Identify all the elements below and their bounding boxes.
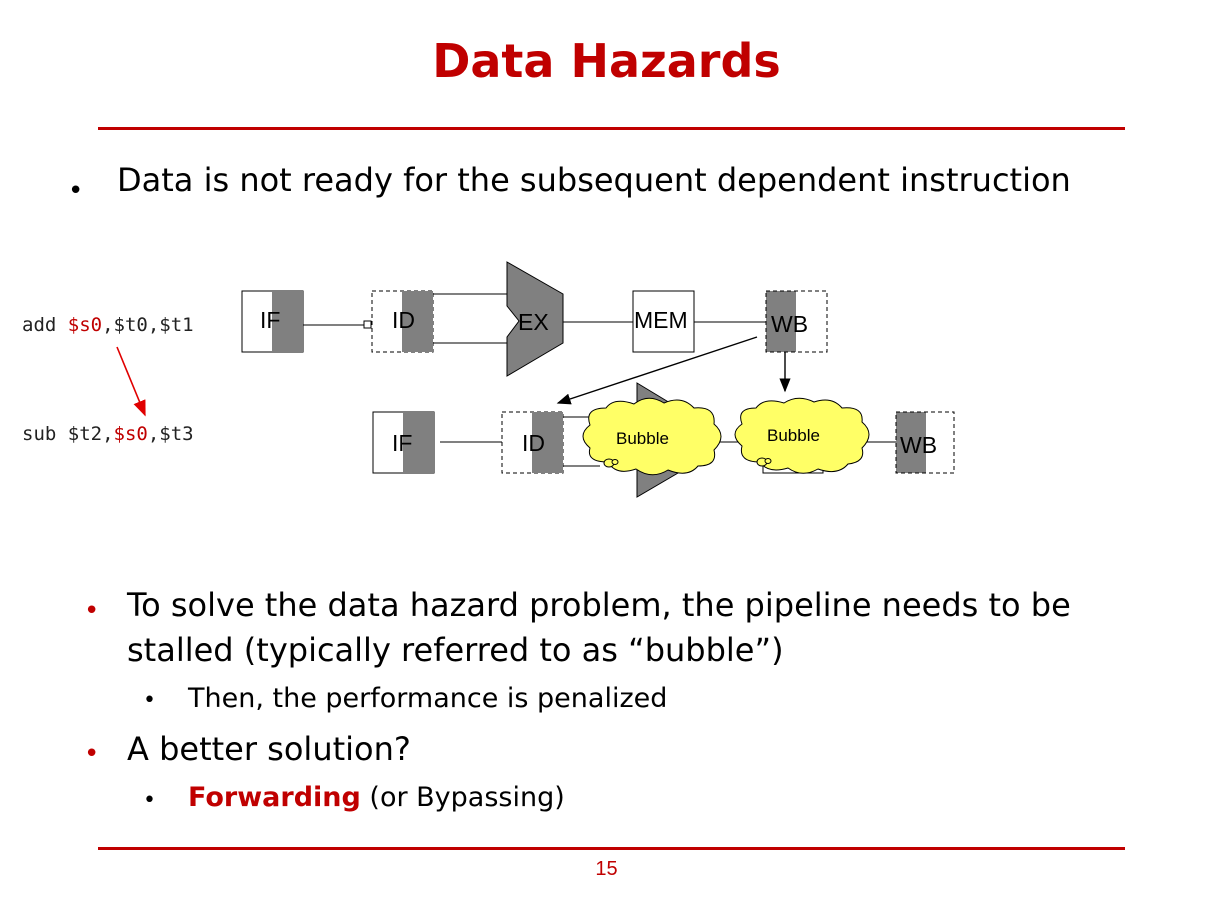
sub-bullet-performance: Then, the performance is penalized [188,683,668,714]
row2-id-label: ID [522,430,545,456]
forwarding-keyword: Forwarding [188,782,361,813]
sub-bullet-dot: • [143,788,156,813]
row1-if-label: IF [260,307,280,333]
bubble-2-label: Bubble [767,426,820,445]
row1-wb-label: WB [771,311,808,337]
bullet-solve-hazard-line1: To solve the data hazard problem, the pi… [127,586,1071,624]
row1-mem-label: MEM [634,307,688,333]
bullet-solve-hazard-line2: stalled (typically referred to as “bubbl… [127,631,784,669]
bullet-data-not-ready: Data is not ready for the subsequent dep… [117,161,1071,199]
row1-wb-stage: WB [765,290,828,353]
bubble-stall-2: Bubble [734,397,870,474]
title-divider [98,127,1125,130]
bullet-dot: • [84,596,100,626]
row2-wb-label: WB [900,432,937,458]
dependency-arrow [116,346,146,417]
instruction-add: add $s0,$t0,$t1 [22,314,194,336]
slide-title: Data Hazards [432,34,781,88]
bypassing-note: (or Bypassing) [360,782,565,813]
row1-id-stage: ID [371,290,434,353]
instruction-sub: sub $t2,$s0,$t3 [22,423,194,445]
bubble-stall-1: Bubble [582,397,722,476]
row1-ex-label: EX [518,309,549,335]
row2-if-stage: IF [372,411,435,474]
bullet-dot: • [68,176,84,206]
sub-bullet-forwarding: Forwarding (or Bypassing) [188,782,565,813]
row2-wb-stage: WB [895,411,955,474]
page-number: 15 [595,858,618,880]
row1-if-stage: IF [241,290,304,353]
bullet-dot: • [84,739,100,769]
row1-ex-alu: EX [506,261,564,377]
writeback-to-id-arrow [556,336,758,405]
footer-divider [98,847,1125,850]
bullet-better-solution: A better solution? [127,730,411,768]
row2-if-label: IF [392,430,412,456]
row1-id-label: ID [392,307,415,333]
row1-mem-stage: MEM [632,290,695,353]
bubble-1-label: Bubble [616,429,669,448]
sub-bullet-dot: • [143,688,156,713]
row2-id-stage: ID [501,411,564,474]
